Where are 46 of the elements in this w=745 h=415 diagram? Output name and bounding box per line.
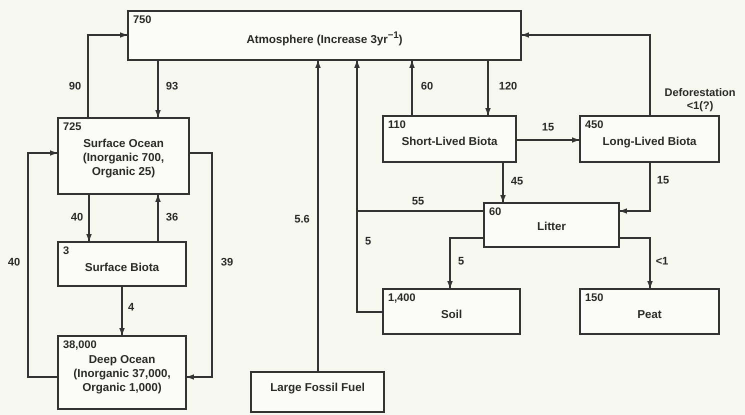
flow-arrow [315,61,321,371]
flow-arrow [620,237,653,288]
pool-name: Peat [636,308,663,322]
pool-name: Large Fossil Fuel [269,381,366,395]
flow-arrow [155,195,161,241]
flow-arrow [485,61,491,115]
pool-size-value: 110 [388,119,406,131]
pool-box [250,371,385,413]
pool-name: Deep Ocean (Inorganic 37,000, Organic 1,000) [73,353,171,395]
pool-box [483,202,620,248]
pool-box [382,115,517,163]
pool-box [57,117,190,195]
pool-box [57,335,187,410]
pool-name: Surface Ocean (Inorganic 700, Organic 25) [82,137,166,179]
pool-size-value: 450 [585,119,604,131]
flow-arrow [620,163,651,214]
pool-name: Short-Lived Biota [400,135,498,149]
pool-name: Soil [440,308,464,322]
pool-box [579,115,720,163]
pool-size-value: 60 [489,206,502,218]
flow-arrow [354,61,382,313]
flow-arrow [522,32,651,115]
pool-name: Surface Biota [84,261,160,275]
pool-size-value: 1,400 [388,292,416,304]
pool-size-value: 725 [63,121,82,133]
pool-box [579,288,720,335]
pool-name: Litter [536,220,567,234]
pool-size-value: 750 [133,14,152,26]
flow-arrow [87,32,127,117]
flow-arrow [187,152,213,380]
pool-size-value: 150 [585,292,604,304]
flow-arrow [517,137,579,143]
flow-arrow [86,195,92,241]
pool-box [127,10,522,61]
pool-size-value: 38,000 [63,339,97,351]
flow-arrow [27,150,57,378]
flow-arrow [119,287,125,335]
pool-box [57,241,187,287]
flow-arrow [500,163,506,202]
flow-arrow [447,237,483,288]
pool-name: Long-Lived Biota [602,135,698,149]
flow-arrow [155,61,161,117]
pool-size-value: 3 [63,245,70,257]
pool-name: Atmosphere (Increase 3yr$^{−1}$) [245,29,404,47]
pool-box [382,288,521,335]
flow-arrow [409,61,415,115]
